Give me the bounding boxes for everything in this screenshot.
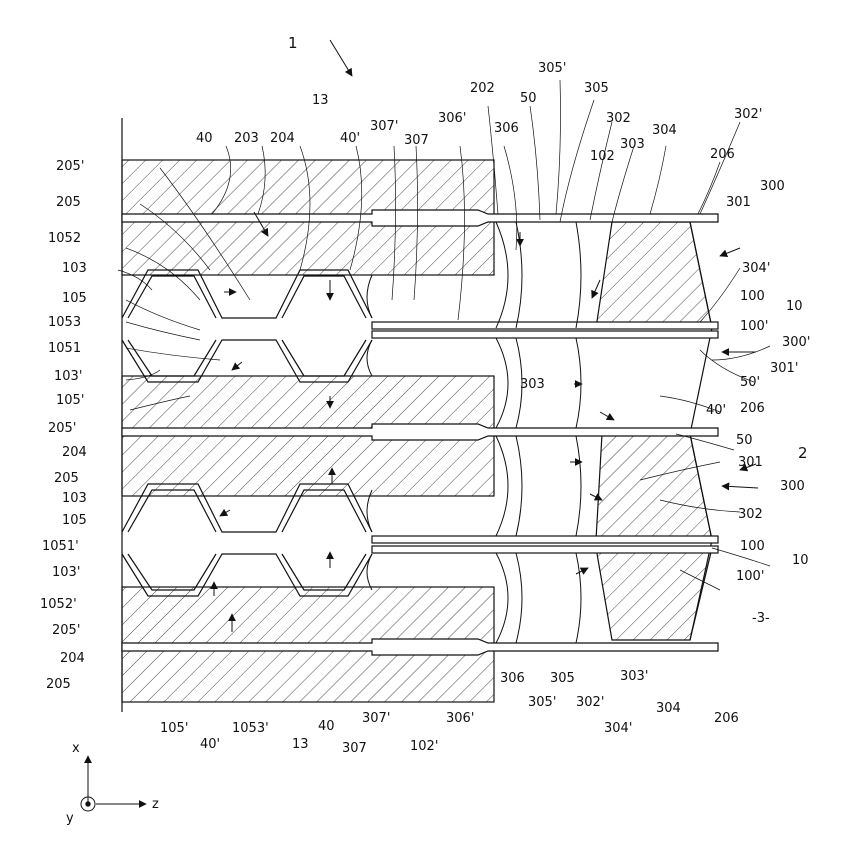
label-105p-a: 105' xyxy=(56,393,84,408)
label-303-top: 303 xyxy=(620,137,645,152)
label-203: 203 xyxy=(234,131,259,146)
label-100-a: 100 xyxy=(740,289,765,304)
plate-100p-lower xyxy=(372,546,718,553)
label-307-top: 307 xyxy=(404,133,429,148)
label-305-b: 305 xyxy=(550,671,575,686)
label-1053-a: 1053 xyxy=(48,315,81,330)
label-202: 202 xyxy=(470,81,495,96)
label-304p-a: 304' xyxy=(742,261,770,276)
label-103p-b: 103' xyxy=(52,565,80,580)
label-304-top: 304 xyxy=(652,123,677,138)
right-wedge-lower xyxy=(596,434,712,540)
label-10-b: 10 xyxy=(792,553,809,568)
label-100p-a: 100' xyxy=(740,319,768,334)
label-205-c: 205 xyxy=(46,677,71,692)
right-wedge-bottom xyxy=(596,548,712,640)
label-103p-a: 103' xyxy=(54,369,82,384)
label-40-b: 40 xyxy=(318,719,335,734)
right-wedge-upper xyxy=(596,222,712,328)
label-13-top: 13 xyxy=(312,93,329,108)
label-300-b: 300 xyxy=(780,479,805,494)
label-102p-b: 102' xyxy=(410,739,438,754)
label-1053p-b: 1053' xyxy=(232,721,269,736)
label-204-top: 204 xyxy=(270,131,295,146)
label-205-a: 205 xyxy=(56,195,81,210)
label-3: -3- xyxy=(752,611,770,626)
label-1052-a: 1052 xyxy=(48,231,81,246)
label-301-b: 301 xyxy=(738,455,763,470)
hex-row-upper-bottom-inner xyxy=(128,340,366,376)
label-306p-top: 306' xyxy=(438,111,466,126)
label-306-b: 306 xyxy=(500,671,525,686)
label-103-a: 103 xyxy=(62,261,87,276)
hex-row-upper-top xyxy=(122,270,372,318)
label-306-top: 306 xyxy=(494,121,519,136)
label-40p-top: 40' xyxy=(340,131,360,146)
label-40p-c: 40' xyxy=(200,737,220,752)
label-302-b: 302 xyxy=(738,507,763,522)
label-105p-b: 105' xyxy=(160,721,188,736)
label-13-b: 13 xyxy=(292,737,309,752)
plate-100-upper xyxy=(372,322,718,329)
label-305p-b: 305' xyxy=(528,695,556,710)
label-302-top: 302 xyxy=(606,111,631,126)
label-206-c: 206 xyxy=(714,711,739,726)
label-302p-b: 302' xyxy=(576,695,604,710)
label-1: 1 xyxy=(288,34,298,52)
label-300-top: 300 xyxy=(760,179,785,194)
label-305p-top: 305' xyxy=(538,61,566,76)
label-205-b: 205 xyxy=(54,471,79,486)
plate-100p-upper xyxy=(372,331,718,338)
label-50-top: 50 xyxy=(520,91,537,106)
label-1052p-b: 1052' xyxy=(40,597,77,612)
axis-indicator xyxy=(81,756,146,811)
label-105-a: 105 xyxy=(62,291,87,306)
arrow-1 xyxy=(330,40,352,76)
label-40p-b: 40' xyxy=(706,403,726,418)
label-40-top: 40 xyxy=(196,131,213,146)
label-206-b: 206 xyxy=(740,401,765,416)
label-105-b: 105 xyxy=(62,513,87,528)
label-100-b: 100 xyxy=(740,539,765,554)
label-206-top: 206 xyxy=(710,147,735,162)
label-205p-a: 205' xyxy=(56,159,84,174)
label-204-b: 204 xyxy=(62,445,87,460)
label-204-c: 204 xyxy=(60,651,85,666)
label-102: 102 xyxy=(590,149,615,164)
label-300p-a: 300' xyxy=(782,335,810,350)
label-205p-b: 205' xyxy=(48,421,76,436)
label-50-b: 50 xyxy=(736,433,753,448)
label-307p-b: 307' xyxy=(362,711,390,726)
label-205p-c: 205' xyxy=(52,623,80,638)
label-301p-a: 301' xyxy=(770,361,798,376)
label-307p-top: 307' xyxy=(370,119,398,134)
label-axis-z: z xyxy=(152,797,159,812)
label-302p-top: 302' xyxy=(734,107,762,122)
label-303p-b: 303' xyxy=(620,669,648,684)
label-304p-b: 304' xyxy=(604,721,632,736)
label-100p-b: 100' xyxy=(736,569,764,584)
label-301-top: 301 xyxy=(726,195,751,210)
label-axis-y: y xyxy=(66,811,74,826)
label-307-b: 307 xyxy=(342,741,367,756)
label-10-a: 10 xyxy=(786,299,803,314)
label-1051-a: 1051 xyxy=(48,341,81,356)
label-304-b: 304 xyxy=(656,701,681,716)
label-303-b: 303 xyxy=(520,377,545,392)
label-1051p-b: 1051' xyxy=(42,539,79,554)
label-50p-a: 50' xyxy=(740,375,760,390)
plate-100-lower xyxy=(372,536,718,543)
label-103-b: 103 xyxy=(62,491,87,506)
label-305-top: 305 xyxy=(584,81,609,96)
label-2: 2 xyxy=(798,444,808,462)
label-306p-b: 306' xyxy=(446,711,474,726)
label-axis-x: x xyxy=(72,741,80,756)
